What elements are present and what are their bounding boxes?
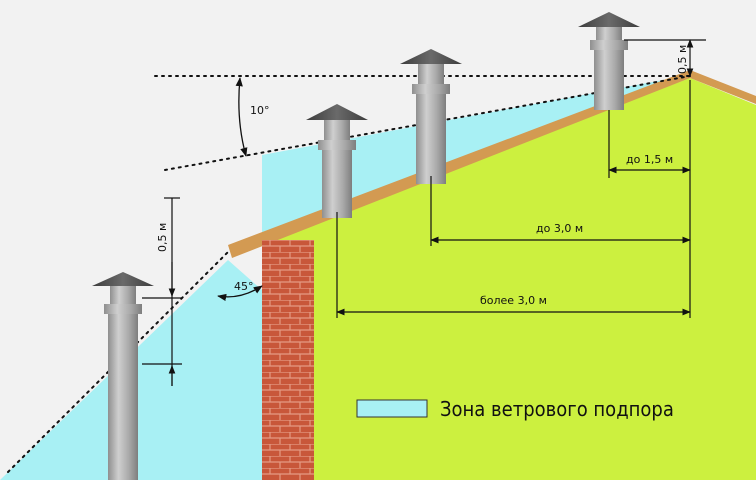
legend-swatch <box>356 399 428 418</box>
height-top-label: 0,5 м <box>676 45 689 74</box>
brick-column <box>262 240 314 480</box>
dist-1-5-label: до 1,5 м <box>626 153 673 166</box>
chimney-3 <box>400 49 462 184</box>
forty-five-degree-arc <box>217 285 263 302</box>
chimney-2 <box>306 104 368 218</box>
angle-top-label: 10° <box>250 104 270 117</box>
chimney-ridge <box>578 12 640 110</box>
dist-more-3-0-label: более 3,0 м <box>480 294 547 307</box>
height-left-label: 0,5 м <box>156 223 169 252</box>
chimney-left <box>92 272 154 480</box>
dist-3-0-label: до 3,0 м <box>536 222 583 235</box>
ten-degree-arc <box>235 77 248 157</box>
gable-wall <box>262 78 756 480</box>
angle-left-label: 45° <box>234 280 254 293</box>
legend-text: Зона ветрового подпора <box>440 397 674 421</box>
